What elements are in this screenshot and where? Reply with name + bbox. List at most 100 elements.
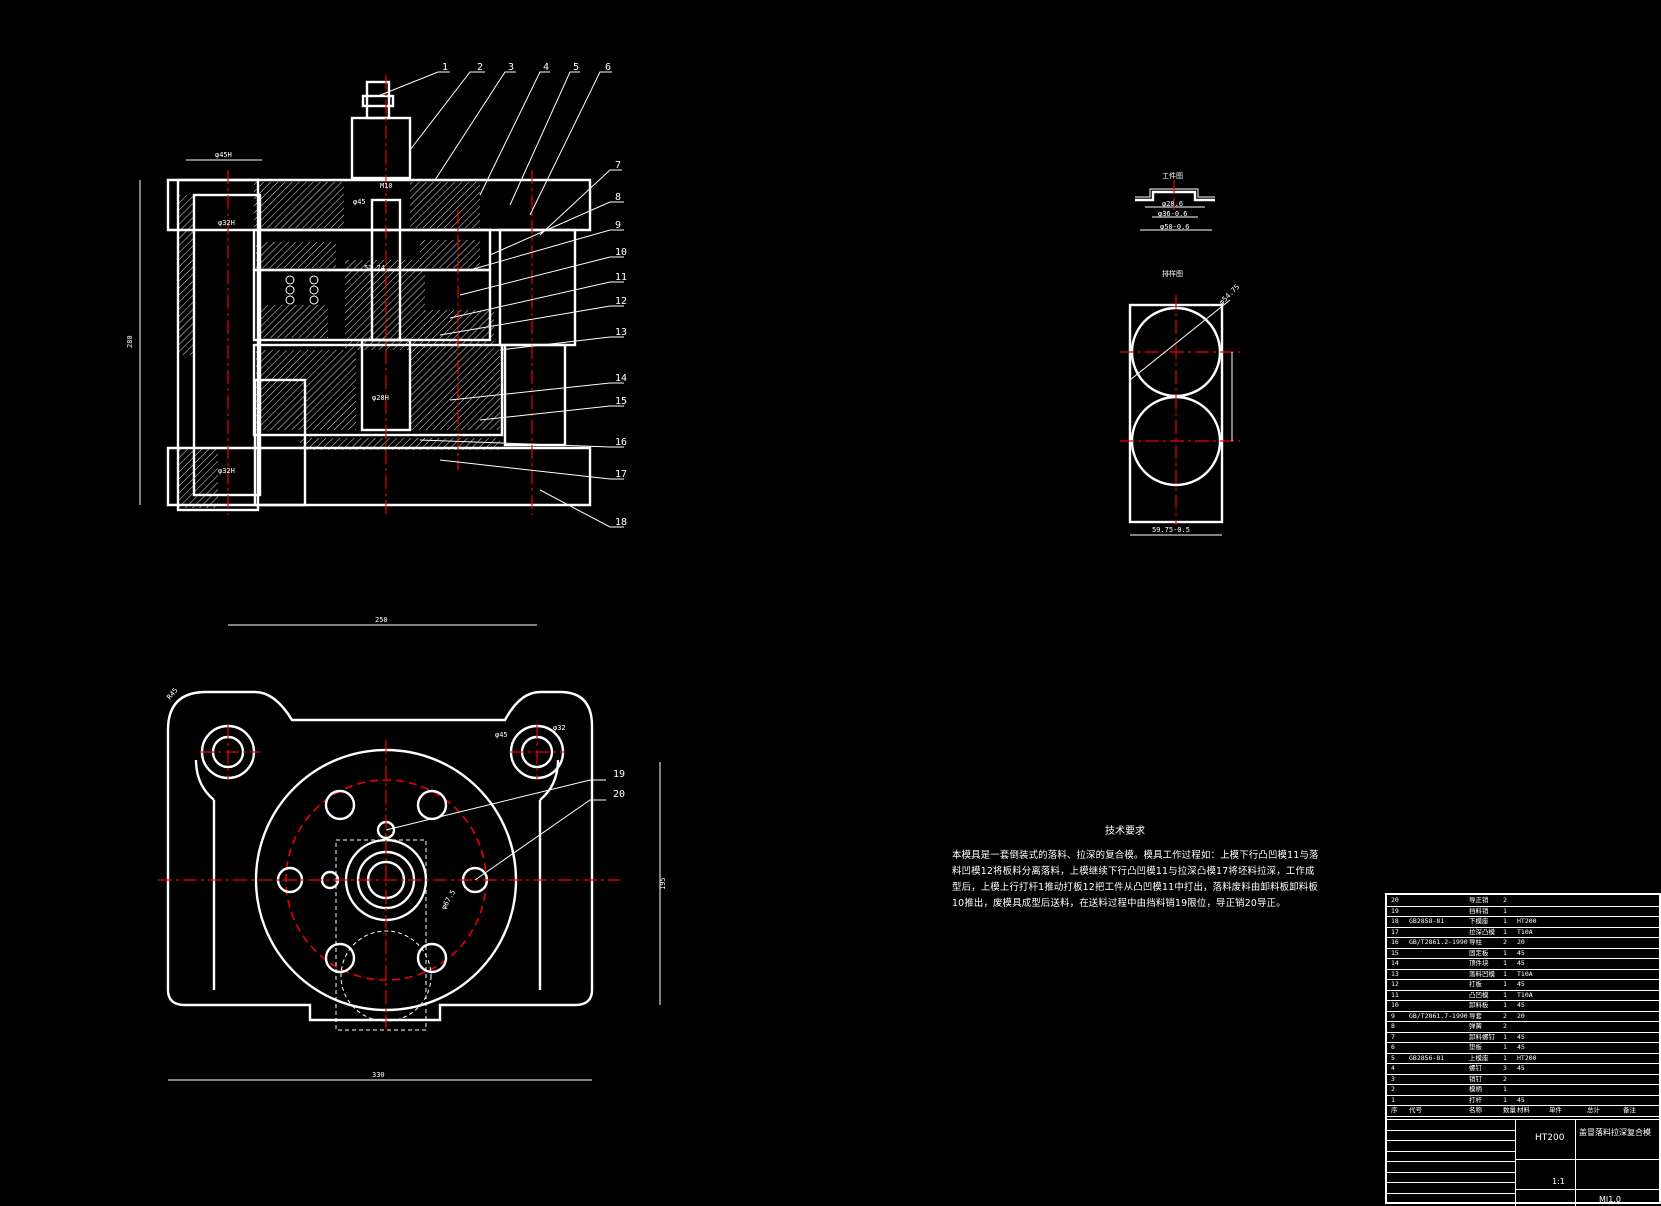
dim-width-330: 330 [372,1071,385,1079]
part-label-19: 19 [613,769,625,780]
bom-cell: 4 [1391,1064,1395,1072]
tech-body: 本模具是一套倒装式的落料、拉深的复合模。模具工作过程如：上模下行凸凹模11与落料… [952,850,1319,909]
bom-cell: 弹簧 [1469,1022,1482,1030]
title-block-line [1387,1171,1515,1173]
bom-cell: 总计 [1587,1106,1600,1114]
title-block-line [1515,1189,1661,1190]
bom-cell: 挡料销 [1469,906,1489,915]
title-block-line [1387,1129,1515,1131]
part-label-14: 14 [615,373,627,384]
bom-header-row: 序代号名称数量材料单件总计备注 [1387,1105,1661,1117]
bom-cell: 19 [1391,906,1399,915]
dim-d20: φ20H [372,394,389,402]
bom-cell: T10A [1517,927,1533,936]
bom-cell: 上模座 [1469,1053,1489,1062]
bom-cell: GB/T2861.2-1990 [1409,938,1468,946]
title-block-line [1515,1159,1661,1160]
bom-cell: 16 [1391,938,1399,946]
part-label-12: 12 [615,296,627,307]
bom-cell: 20 [1391,896,1399,904]
bom-cell: HT200 [1517,1053,1537,1062]
bom-cell: 拉深凸模 [1469,927,1495,936]
bom-cell: 1 [1503,917,1507,925]
bom-cell: 3 [1503,1064,1507,1072]
title-drawing-name: 盖冒落料拉深复合模 [1579,1128,1651,1137]
bom-row: 17 拉深凸模 1 T10A [1387,927,1661,938]
dim-d32-bot: φ32H [218,467,235,475]
bom-cell: 名称 [1469,1106,1482,1114]
bom-cell: 45 [1517,1064,1525,1072]
part-label-17: 17 [615,469,627,480]
dim-r45: R45 [165,686,179,701]
wp-d36: φ36-0.6 [1158,210,1188,218]
dim-52: 52.74 [364,264,385,272]
part-label-16: 16 [615,437,627,448]
bom-cell: 12 [1391,980,1399,988]
bom-cell: 1 [1503,1095,1507,1104]
part-label-7: 7 [615,160,621,171]
tech-title: 技术要求 [1105,826,1145,837]
bom-cell: 18 [1391,917,1399,925]
bom-cell: 1 [1503,948,1507,957]
bom-cell: 导柱 [1469,938,1482,946]
bom-cell: 1 [1503,1001,1507,1009]
bom-cell: 下模座 [1469,917,1489,925]
bom-cell: 打板 [1469,980,1482,988]
title-scale: 1:1 [1552,1177,1565,1186]
dim-d45c: φ45 [495,731,508,739]
title-block-line [1515,1119,1516,1206]
bom-cell: 2 [1503,1022,1507,1030]
bom-cell: 1 [1391,1095,1395,1104]
bom-cell: 1 [1503,1043,1507,1051]
bom-cell: 1 [1503,1085,1507,1093]
bom-cell: 凸凹模 [1469,990,1489,999]
bom-cell: 6 [1391,1043,1395,1051]
bom-cell: HT200 [1517,917,1537,925]
bom-cell: 导套 [1469,1011,1482,1020]
part-label-4: 4 [543,62,549,73]
bom-cell: 导正销 [1469,896,1489,904]
dim-d32-top: φ32H [218,219,235,227]
bom-cell: 45 [1517,1001,1525,1009]
title-block-line [1387,1119,1661,1120]
bom-cell: 1 [1503,969,1507,978]
dim-d45: φ45H [215,151,232,159]
workpiece-view: 工件图 φ28.6 φ36-0.6 φ50-0.6 [1135,171,1215,231]
bom-cell: 9 [1391,1011,1395,1020]
title-block-line [1575,1119,1576,1206]
bom-cell: 销钉 [1469,1074,1482,1083]
bom-cell: 10 [1391,1001,1399,1009]
bom-cell: 45 [1517,959,1525,967]
wp-d28: φ28.6 [1162,200,1183,208]
bom-cell: 45 [1517,1043,1525,1051]
bom-cell: 8 [1391,1022,1395,1030]
dim-d45b: φ45 [353,198,366,206]
bom-cell: 模柄 [1469,1085,1482,1093]
dim-m10: M10 [380,182,393,190]
bom-cell: T10A [1517,990,1533,999]
bom-cell: 17 [1391,927,1399,936]
bom-cell: 单件 [1549,1106,1562,1114]
bom-cell: 1 [1503,927,1507,936]
part-label-6: 6 [605,62,611,73]
bom-cell: 卸料螺钉 [1469,1032,1495,1041]
bom-cell: 13 [1391,969,1399,978]
bom-cell: GB/T2861.7-1990 [1409,1011,1468,1020]
dim-d32c: φ32 [553,724,566,732]
part-label-10: 10 [615,247,627,258]
bom-cell: 2 [1503,938,1507,946]
bom-cell: 2 [1391,1085,1395,1093]
bom-cell: 2 [1503,1074,1507,1083]
